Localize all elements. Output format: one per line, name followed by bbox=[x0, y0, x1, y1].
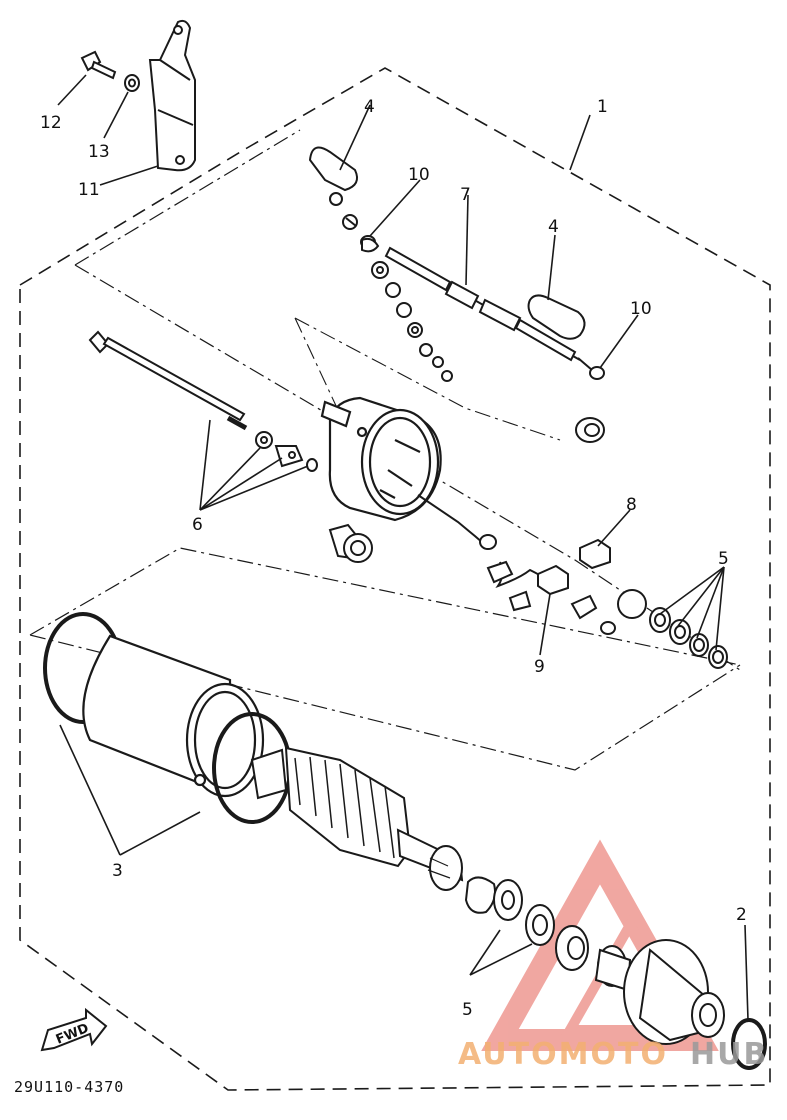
washer-part-13 bbox=[124, 74, 140, 92]
callout-10-lower: 10 bbox=[630, 299, 652, 319]
bracket-part-11 bbox=[148, 19, 196, 172]
callout-6: 6 bbox=[192, 515, 203, 535]
callout-10-upper: 10 bbox=[408, 165, 430, 185]
brush-spring bbox=[570, 594, 616, 635]
callout-3: 3 bbox=[112, 861, 123, 881]
watermark-part2: HUB bbox=[690, 1037, 768, 1072]
callout-13: 13 bbox=[88, 142, 110, 162]
watermark-text: AUTOMOTO HUB bbox=[458, 1037, 768, 1072]
watermark-part1: AUTOMOTO bbox=[458, 1037, 668, 1072]
callout-9: 9 bbox=[534, 657, 545, 677]
through-bolt bbox=[88, 330, 248, 431]
terminal-parts bbox=[308, 146, 453, 382]
callout-11: 11 bbox=[78, 180, 100, 200]
callout-4-right: 4 bbox=[548, 217, 559, 237]
reference-code: 29U110-4370 bbox=[14, 1078, 124, 1096]
fwd-arrow: FWD bbox=[40, 1007, 108, 1052]
rear-cover bbox=[320, 396, 442, 522]
yoke-part-3 bbox=[43, 612, 292, 824]
callout-12: 12 bbox=[40, 113, 62, 133]
callout-7: 7 bbox=[460, 185, 471, 205]
bolt-part-12 bbox=[80, 50, 117, 80]
o-ring-part-2 bbox=[731, 1018, 767, 1070]
leader-lines bbox=[57, 74, 749, 1021]
callout-8: 8 bbox=[626, 495, 637, 515]
callout-1: 1 bbox=[597, 97, 608, 117]
ring-terminal-part-10 bbox=[361, 237, 605, 380]
terminal-cover-part-4-right bbox=[527, 294, 586, 340]
armature bbox=[250, 746, 464, 891]
callout-2: 2 bbox=[736, 905, 747, 925]
callout-5-lower: 5 bbox=[462, 1000, 473, 1020]
brush-group-frame bbox=[74, 129, 741, 671]
brush-part-8 bbox=[579, 538, 611, 570]
assembly-boundary bbox=[19, 67, 771, 1091]
callout-4-left: 4 bbox=[364, 97, 375, 117]
small-parts-left bbox=[255, 431, 373, 563]
shims-part-5-upper bbox=[617, 589, 728, 669]
terminal-bolt-part-7 bbox=[384, 246, 581, 362]
brush-part-9 bbox=[537, 564, 569, 596]
callout-5-upper: 5 bbox=[718, 549, 729, 569]
brush-holder-wiring bbox=[417, 494, 549, 612]
front-components bbox=[464, 876, 725, 1045]
bearing-rear bbox=[575, 417, 605, 443]
